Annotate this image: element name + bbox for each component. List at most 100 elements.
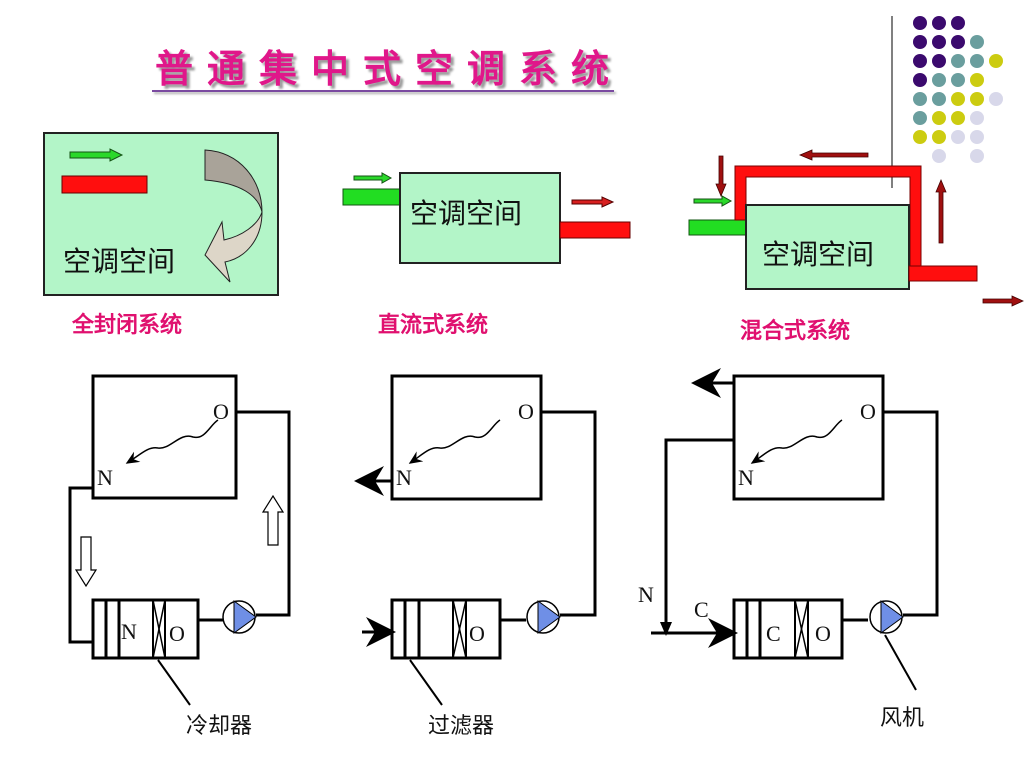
supply-arrow-icon	[69, 148, 124, 162]
supply-pipe	[236, 410, 291, 617]
decorative-dot	[970, 54, 984, 68]
room-box	[43, 132, 279, 296]
return-air-label: N	[638, 582, 654, 607]
decorative-dot	[913, 111, 927, 125]
up-arrow-icon	[935, 178, 947, 244]
unit-label: O	[815, 621, 831, 646]
decorative-dot	[951, 73, 965, 87]
unit-label: C	[766, 621, 781, 646]
decorative-dot	[951, 54, 965, 68]
decorative-dot	[951, 92, 965, 106]
decorative-dot	[970, 35, 984, 49]
unit-label: N	[121, 619, 137, 644]
decorative-dot	[932, 73, 946, 87]
decorative-dot	[913, 35, 927, 49]
exhaust-duct	[908, 265, 978, 282]
room-box	[399, 172, 561, 264]
decorative-dot	[970, 149, 984, 163]
fresh-air-arrow-icon	[693, 195, 733, 207]
room-outlet-label: O	[213, 399, 229, 424]
decorative-dot	[951, 111, 965, 125]
return-air-bar	[61, 175, 148, 194]
supply-pipe	[883, 410, 939, 617]
supply-arrow-icon	[353, 172, 393, 184]
room-label: 空调空间	[63, 245, 176, 278]
decorative-dot	[989, 92, 1003, 106]
page-title: 普通集中式空调系统	[155, 46, 624, 91]
decorative-dot	[913, 130, 927, 144]
air-handler-unit	[91, 598, 200, 660]
decorative-dot	[970, 111, 984, 125]
circulation-arrow-lower	[204, 211, 263, 283]
decorative-dot	[932, 35, 946, 49]
mixed-schematic	[651, 368, 939, 691]
decorative-dot	[932, 92, 946, 106]
room-box	[732, 374, 885, 501]
down-arrow-icon	[715, 155, 727, 198]
decorative-dot	[913, 73, 927, 87]
supply-pipe	[541, 410, 597, 617]
decorative-dot-grid	[913, 16, 1003, 163]
caption-mixed-system: 混合式系统	[740, 319, 851, 344]
once-through-schematic	[354, 374, 597, 706]
mixed-system-diagram	[688, 149, 1024, 307]
caption-once-through-system: 直流式系统	[378, 313, 489, 338]
decorative-dot	[970, 130, 984, 144]
decorative-dot	[951, 130, 965, 144]
exhaust-duct	[559, 221, 631, 239]
caption-closed-system: 全封闭系统	[72, 313, 183, 338]
room-box	[745, 204, 910, 290]
decorative-dot	[932, 111, 946, 125]
heat-load-arrow	[125, 419, 219, 464]
component-leader-line	[157, 659, 191, 706]
component-label-filter: 过滤器	[428, 714, 495, 739]
room-label: 空调空间	[762, 238, 875, 271]
room-inlet-label: N	[738, 465, 754, 490]
decorative-dot	[989, 54, 1003, 68]
title-underline	[152, 90, 614, 92]
room-box	[390, 374, 543, 501]
component-label-cooler: 冷却器	[186, 714, 253, 739]
decorative-dot	[932, 16, 946, 30]
unit-label: O	[469, 621, 485, 646]
supply-duct	[342, 188, 402, 206]
return-arrowhead	[660, 622, 672, 636]
component-label-fan: 风机	[880, 706, 925, 731]
down-flow-arrow-icon	[74, 536, 98, 588]
return-pipe	[68, 486, 93, 644]
heat-load-arrow	[408, 419, 501, 464]
decorative-dot	[932, 149, 946, 163]
decorative-dot	[970, 73, 984, 87]
closed-system-diagram	[43, 132, 279, 296]
decorative-dot	[913, 92, 927, 106]
room-label: 空调空间	[410, 197, 523, 230]
room-inlet-label: N	[396, 465, 412, 490]
room-box	[91, 374, 238, 500]
decorative-dot	[913, 54, 927, 68]
exhaust-arrow-icon	[982, 295, 1024, 307]
up-flow-arrow-icon	[261, 494, 285, 546]
decorative-dot	[932, 54, 946, 68]
component-leader-line	[409, 659, 443, 706]
exhaust-arrow-icon	[571, 196, 615, 208]
closed-loop-schematic	[68, 374, 291, 706]
fan-icon	[526, 600, 561, 634]
decorative-dot	[913, 16, 927, 30]
once-through-system-diagram	[342, 172, 631, 264]
unit-label: O	[169, 621, 185, 646]
recirculation-duct	[734, 165, 922, 268]
fan-icon	[869, 600, 904, 634]
component-leader-line	[884, 634, 917, 691]
decorative-dot	[951, 35, 965, 49]
room-outlet-label: O	[860, 399, 876, 424]
heat-load-arrow	[750, 419, 843, 464]
return-pipe	[664, 438, 734, 630]
decorative-dot	[932, 130, 946, 144]
air-handler-unit	[732, 598, 844, 660]
fan-icon	[222, 600, 257, 634]
room-inlet-label: N	[97, 465, 113, 490]
mixed-air-label: C	[694, 597, 709, 622]
room-outlet-label: O	[518, 399, 534, 424]
decorative-dot	[951, 16, 965, 30]
